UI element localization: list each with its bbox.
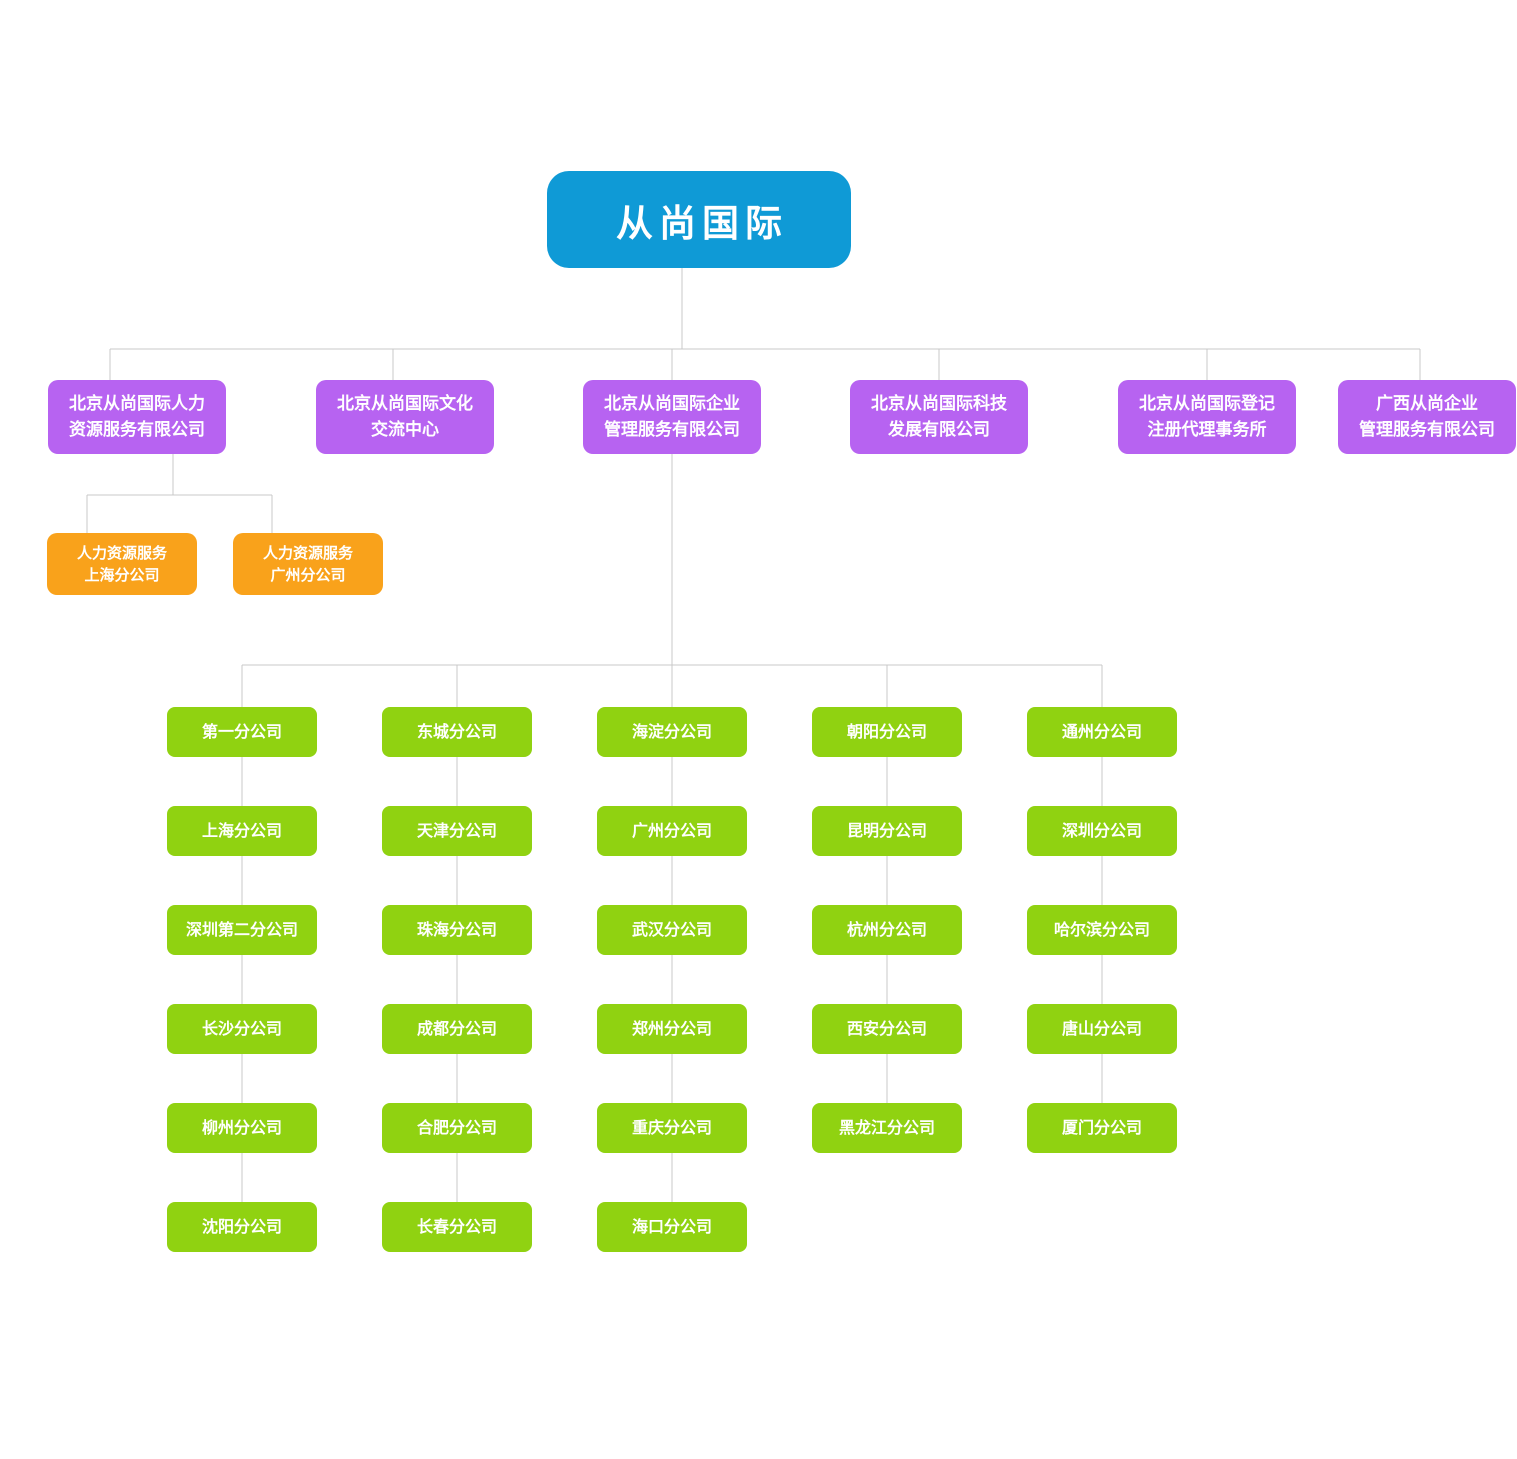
org-node-label: 北京从尚国际登记	[1139, 394, 1275, 414]
org-node-city-branch[interactable]: 西安分公司	[812, 1004, 962, 1054]
org-node-city-branch[interactable]: 海口分公司	[597, 1202, 747, 1252]
org-node-label: 北京从尚国际科技	[871, 394, 1007, 414]
org-node-label: 海口分公司	[631, 1217, 712, 1236]
org-node-city-branch[interactable]: 成都分公司	[382, 1004, 532, 1054]
org-node-label: 交流中心	[371, 420, 439, 440]
org-node-city-branch[interactable]: 珠海分公司	[382, 905, 532, 955]
org-node-label: 重庆分公司	[631, 1118, 712, 1137]
org-node-city-branch[interactable]: 东城分公司	[382, 707, 532, 757]
org-node-label: 黑龙江分公司	[838, 1118, 935, 1137]
org-node-city-branch[interactable]: 武汉分公司	[597, 905, 747, 955]
org-node-label: 成都分公司	[416, 1019, 497, 1038]
org-node-label: 柳州分公司	[201, 1118, 282, 1137]
org-node-culture-center[interactable]: 北京从尚国际文化交流中心	[316, 380, 494, 454]
org-node-label: 注册代理事务所	[1147, 420, 1267, 440]
org-node-label: 人力资源服务	[76, 544, 167, 562]
org-node-label: 上海分公司	[84, 566, 160, 584]
org-node-label: 长沙分公司	[201, 1019, 282, 1038]
org-node-label: 北京从尚国际企业	[604, 394, 740, 414]
org-node-city-branch[interactable]: 重庆分公司	[597, 1103, 747, 1153]
org-node-label: 东城分公司	[416, 722, 497, 741]
org-node-hr-branch-guangzhou[interactable]: 人力资源服务广州分公司	[233, 533, 383, 595]
org-node-city-branch[interactable]: 上海分公司	[167, 806, 317, 856]
org-node-label: 唐山分公司	[1061, 1019, 1142, 1038]
org-node-city-branch[interactable]: 黑龙江分公司	[812, 1103, 962, 1153]
org-node-city-branch[interactable]: 深圳分公司	[1027, 806, 1177, 856]
org-node-label: 郑州分公司	[631, 1019, 712, 1038]
org-node-city-branch[interactable]: 深圳第二分公司	[167, 905, 317, 955]
org-node-label: 上海分公司	[201, 821, 282, 840]
org-node-city-branch[interactable]: 长春分公司	[382, 1202, 532, 1252]
org-node-city-branch[interactable]: 沈阳分公司	[167, 1202, 317, 1252]
org-node-city-branch[interactable]: 合肥分公司	[382, 1103, 532, 1153]
org-node-label: 昆明分公司	[846, 821, 927, 840]
org-node-label: 海淀分公司	[631, 722, 712, 741]
org-node-registry-agency[interactable]: 北京从尚国际登记注册代理事务所	[1118, 380, 1296, 454]
org-node-city-branch[interactable]: 昆明分公司	[812, 806, 962, 856]
org-node-root[interactable]: 从尚国际	[547, 171, 851, 268]
org-node-label: 广西从尚企业	[1376, 394, 1478, 414]
org-node-label: 北京从尚国际文化	[337, 394, 473, 414]
org-node-label: 杭州分公司	[846, 920, 927, 939]
org-node-city-branch[interactable]: 朝阳分公司	[812, 707, 962, 757]
org-node-tech-development[interactable]: 北京从尚国际科技发展有限公司	[850, 380, 1028, 454]
org-node-label: 长春分公司	[416, 1217, 497, 1236]
org-node-guangxi-mgmt[interactable]: 广西从尚企业管理服务有限公司	[1338, 380, 1516, 454]
org-node-label: 第一分公司	[201, 722, 282, 741]
org-node-city-branch[interactable]: 天津分公司	[382, 806, 532, 856]
org-node-label: 发展有限公司	[888, 420, 990, 440]
org-node-label: 武汉分公司	[631, 920, 712, 939]
org-node-city-branch[interactable]: 唐山分公司	[1027, 1004, 1177, 1054]
org-node-label: 广州分公司	[270, 566, 346, 584]
org-node-label: 管理服务有限公司	[604, 420, 740, 440]
org-node-label: 深圳第二分公司	[185, 920, 298, 939]
org-node-label: 人力资源服务	[262, 544, 353, 562]
org-node-city-branch[interactable]: 哈尔滨分公司	[1027, 905, 1177, 955]
org-node-city-branch[interactable]: 柳州分公司	[167, 1103, 317, 1153]
org-node-label: 从尚国际	[616, 201, 788, 245]
org-node-label: 哈尔滨分公司	[1053, 920, 1150, 939]
org-node-mgmt-services[interactable]: 北京从尚国际企业管理服务有限公司	[583, 380, 761, 454]
org-node-label: 深圳分公司	[1061, 821, 1142, 840]
org-node-label: 北京从尚国际人力	[69, 394, 205, 414]
org-node-city-branch[interactable]: 广州分公司	[597, 806, 747, 856]
org-node-label: 通州分公司	[1061, 722, 1142, 741]
org-node-city-branch[interactable]: 杭州分公司	[812, 905, 962, 955]
org-node-label: 资源服务有限公司	[69, 420, 205, 440]
org-node-city-branch[interactable]: 海淀分公司	[597, 707, 747, 757]
org-node-label: 西安分公司	[846, 1019, 927, 1038]
org-node-hr-branch-shanghai[interactable]: 人力资源服务上海分公司	[47, 533, 197, 595]
org-node-city-branch[interactable]: 郑州分公司	[597, 1004, 747, 1054]
org-node-label: 厦门分公司	[1061, 1118, 1142, 1137]
org-node-city-branch[interactable]: 第一分公司	[167, 707, 317, 757]
org-node-label: 珠海分公司	[416, 920, 497, 939]
org-node-label: 管理服务有限公司	[1359, 420, 1495, 440]
org-node-label: 沈阳分公司	[201, 1217, 282, 1236]
org-node-hr-services[interactable]: 北京从尚国际人力资源服务有限公司	[48, 380, 226, 454]
org-node-label: 天津分公司	[416, 821, 497, 840]
org-node-city-branch[interactable]: 长沙分公司	[167, 1004, 317, 1054]
org-node-label: 广州分公司	[631, 821, 712, 840]
org-node-city-branch[interactable]: 通州分公司	[1027, 707, 1177, 757]
org-node-city-branch[interactable]: 厦门分公司	[1027, 1103, 1177, 1153]
org-node-label: 朝阳分公司	[846, 722, 927, 741]
org-node-label: 合肥分公司	[416, 1118, 497, 1137]
